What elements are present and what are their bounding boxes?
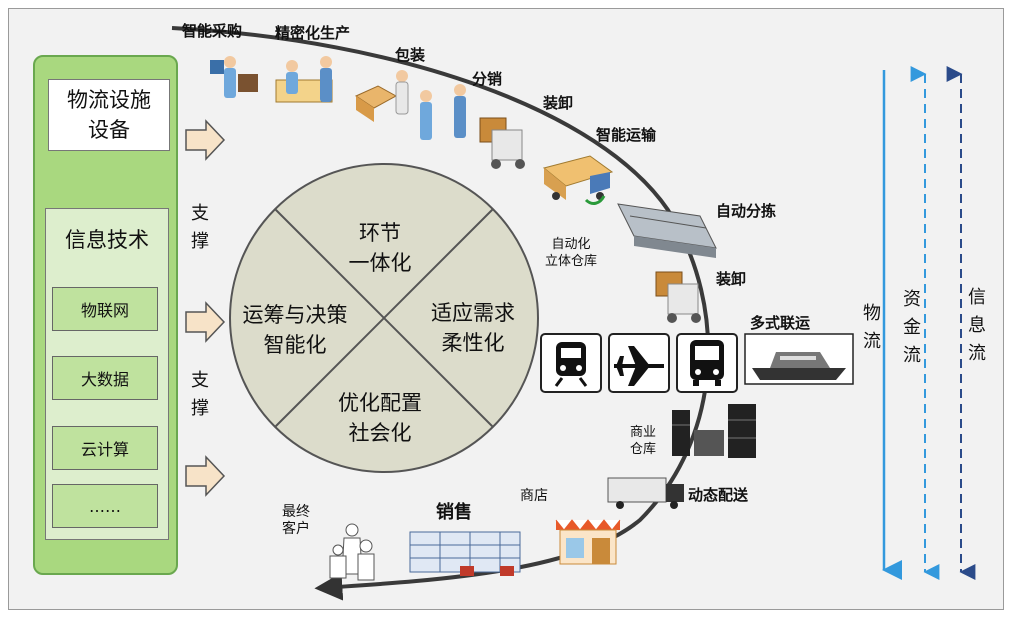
label-distribution: 分销	[472, 70, 503, 88]
facility-line-1: 物流设施	[67, 88, 151, 112]
label-multimodal: 多式联运	[750, 314, 811, 332]
tech-item-bigdata: 大数据	[52, 356, 158, 400]
label-procurement: 智能采购	[182, 22, 243, 40]
distribution-handshake-icon	[420, 84, 466, 140]
train-icon	[540, 333, 602, 393]
label-sales: 销售	[436, 502, 472, 523]
bus-icon	[676, 333, 738, 393]
tech-item-cloud: 云计算	[52, 426, 158, 470]
production-workers-icon	[275, 56, 333, 103]
airplane-icon	[608, 333, 670, 393]
sector-bottom: 优化配置社会化	[338, 391, 422, 445]
support-label-1: 支撑	[191, 203, 209, 252]
forklift-icon	[479, 117, 525, 169]
ship-icon	[744, 333, 854, 385]
facility-box: 物流设施 设备	[48, 79, 170, 151]
core-circle	[229, 163, 539, 473]
delivery-truck-icon	[542, 155, 614, 205]
sector-right: 适应需求柔性化	[431, 301, 515, 355]
info-tech-title: 信息技术	[65, 228, 149, 252]
label-loading: 装卸	[543, 94, 574, 112]
facility-line-2: 设备	[88, 118, 130, 142]
tech-item-iot: 物联网	[52, 287, 158, 331]
forklift-2-icon	[655, 271, 701, 323]
tech-item-more: ……	[52, 484, 158, 528]
label-loading-2: 装卸	[716, 270, 747, 288]
label-auto-warehouse: 自动化立体仓库	[545, 237, 598, 269]
label-auto-sorting: 自动分拣	[716, 202, 777, 220]
support-arrow-1	[185, 119, 226, 161]
label-store: 商店	[520, 488, 548, 504]
label-information-flow: 信息流	[968, 287, 986, 364]
sorting-machine-icon	[617, 203, 717, 258]
sector-left: 运筹与决策智能化	[242, 303, 348, 357]
packaging-icon	[354, 70, 409, 122]
label-dynamic-delivery: 动态配送	[688, 486, 749, 504]
label-packaging: 包装	[395, 46, 426, 64]
label-production: 精密化生产	[275, 24, 351, 42]
support-label-2: 支撑	[191, 370, 209, 419]
support-arrow-2	[185, 301, 226, 343]
customers-icon	[329, 523, 375, 581]
label-final-customer: 最终客户	[282, 504, 310, 537]
sector-top: 环节一体化	[348, 221, 412, 275]
supply-chain-path	[171, 26, 711, 601]
commercial-warehouse-icon	[672, 404, 756, 458]
label-smart-transport: 智能运输	[596, 126, 657, 144]
label-capital-flow: 资金流	[903, 289, 921, 366]
procurement-people-icon	[210, 56, 258, 98]
support-arrow-3	[185, 455, 226, 497]
label-logistics-flow: 物流	[863, 303, 881, 352]
label-commercial-warehouse: 商业仓库	[630, 425, 657, 457]
supermarket-icon	[409, 531, 521, 576]
truck-icon	[607, 477, 684, 509]
store-icon	[555, 519, 621, 565]
